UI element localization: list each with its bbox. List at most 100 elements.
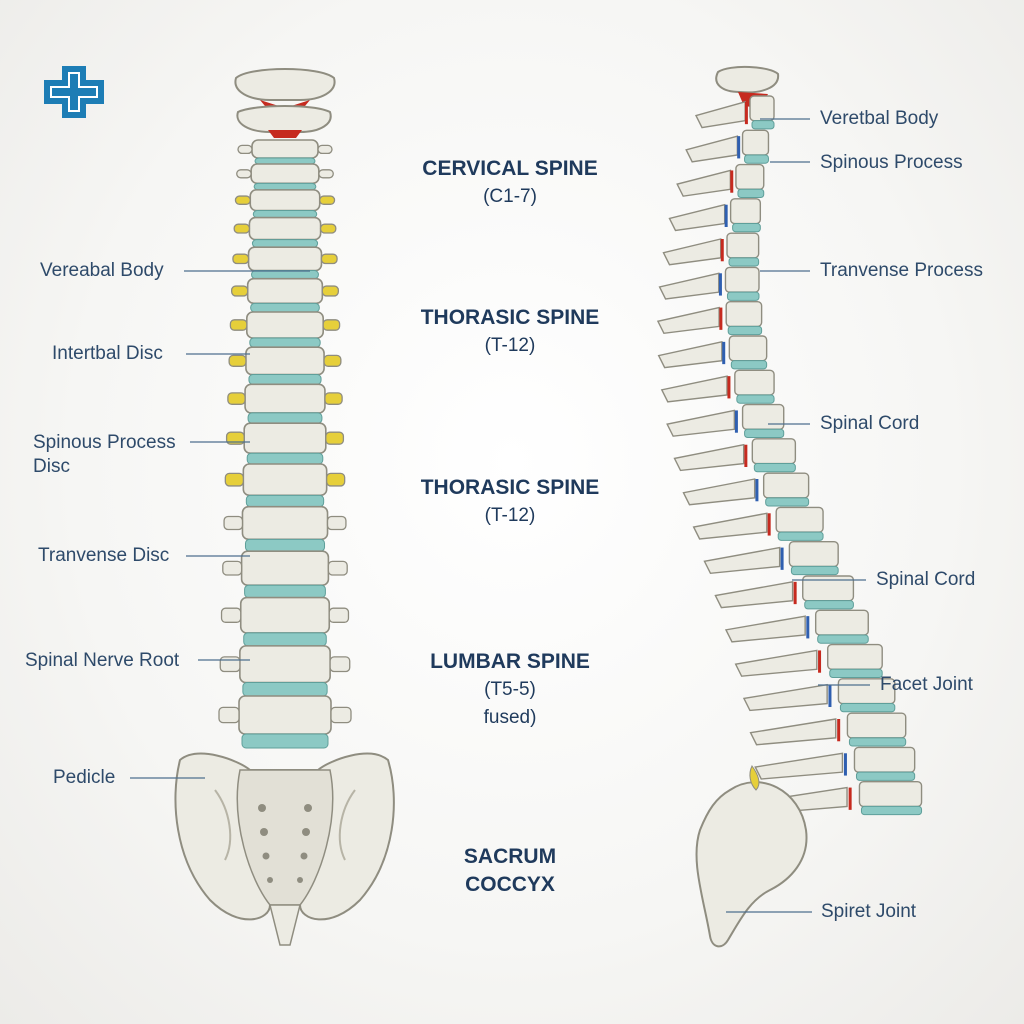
intervertebral-disc: [817, 634, 869, 644]
transverse-process: [318, 169, 334, 179]
spinous-process: [662, 238, 722, 266]
side-label-vertebral-body: Veretbal Body: [820, 108, 939, 129]
intervertebral-disc: [254, 157, 316, 165]
intervertebral-disc: [253, 182, 317, 191]
nerve-root: [228, 354, 247, 367]
intervertebral-disc: [753, 463, 796, 473]
vertebral-body: [726, 232, 760, 259]
pelvis-sacrum: [174, 752, 395, 946]
atlas-vertebra: [234, 68, 336, 101]
intervertebral-disc: [251, 270, 319, 280]
vertebral-body: [246, 277, 324, 305]
vertebral-body: [244, 383, 326, 414]
transverse-process: [328, 607, 350, 623]
transverse-process: [330, 706, 352, 724]
nerve-root: [227, 392, 246, 405]
vertebral-body: [241, 505, 329, 541]
intervertebral-disc: [829, 668, 883, 678]
vertebral-body: [775, 506, 824, 533]
vertebral-body: [729, 198, 762, 225]
region-sub: (T5-5) fused): [483, 679, 537, 728]
nerve-root: [319, 223, 337, 234]
spinous-process: [676, 169, 732, 197]
side-label-spinal-cord-1: Spinal Cord: [820, 413, 920, 434]
intervertebral-disc: [244, 538, 326, 552]
intervertebral-disc: [737, 188, 765, 198]
region-sub: (T-12): [484, 505, 536, 526]
front-leader-lines: [130, 270, 310, 779]
spinous-process: [668, 203, 726, 232]
side-label-facet-joint: Facet Joint: [880, 674, 973, 695]
side-label-spinous-process: Spinous Process: [820, 152, 963, 173]
intervertebral-disc: [243, 632, 327, 647]
vertebral-body: [814, 609, 869, 636]
vertebral-body: [239, 645, 331, 684]
intervertebral-disc: [839, 703, 896, 713]
label-intervertebral-disc: Intertbal Disc: [52, 343, 163, 364]
transverse-process: [326, 515, 347, 531]
intervertebral-disc: [732, 223, 761, 233]
spinous-process: [682, 478, 756, 506]
vertebral-body: [846, 712, 907, 739]
intervertebral-disc: [244, 584, 326, 599]
intervertebral-disc: [777, 531, 824, 541]
nerve-root: [231, 285, 249, 297]
vertebral-body: [853, 746, 916, 773]
intervertebral-disc: [736, 394, 775, 404]
region-cervical: CERVICAL SPINE (C1-7): [395, 155, 625, 211]
spinous-process: [660, 375, 728, 403]
nerve-root: [322, 319, 341, 331]
vertebral-body: [858, 781, 923, 808]
intervertebral-disc: [251, 239, 319, 248]
intervertebral-disc: [727, 325, 763, 336]
label-pedicle: Pedicle: [53, 767, 116, 788]
spinous-process: [692, 512, 768, 540]
region-thoracic-1: THORASIC SPINE (T-12): [395, 304, 625, 360]
intervertebral-disc: [728, 257, 760, 267]
intervertebral-disc: [247, 412, 323, 424]
intervertebral-disc: [726, 291, 760, 301]
nerve-root: [319, 195, 336, 205]
side-view-spine: [656, 65, 923, 948]
intervertebral-disc: [765, 497, 810, 507]
vertebral-body: [749, 95, 775, 122]
vertebral-body: [741, 403, 785, 430]
front-view-spine: [218, 68, 352, 749]
spinous-process: [742, 683, 828, 712]
vertebral-body: [751, 438, 797, 465]
nerve-root: [225, 431, 245, 445]
label-vertebral-body: Vereabal Body: [40, 260, 164, 281]
nerve-root: [229, 319, 248, 331]
nerve-root: [320, 253, 338, 265]
spinous-process: [673, 443, 745, 472]
vertebral-body: [239, 596, 331, 634]
intervertebral-disc: [804, 600, 854, 610]
vertebral-body: [243, 422, 327, 455]
region-title: SACRUM COCCYX: [463, 845, 557, 896]
nerve-root: [321, 285, 339, 297]
vertebral-body: [724, 266, 760, 293]
intervertebral-disc: [252, 210, 318, 219]
intervertebral-disc: [744, 428, 785, 438]
transverse-process: [329, 656, 351, 673]
side-leader-lines: [726, 118, 870, 913]
vertebral-body: [734, 369, 775, 396]
vertebral-body: [248, 216, 322, 241]
intervertebral-disc: [751, 120, 775, 130]
transverse-process: [317, 144, 333, 155]
spinous-process: [694, 100, 746, 129]
region-title: THORASIC SPINE: [420, 306, 600, 329]
intervertebral-disc: [848, 737, 907, 747]
vertebral-body: [240, 550, 330, 587]
region-title: LUMBAR SPINE: [430, 650, 590, 673]
intervertebral-disc: [248, 374, 322, 385]
side-label-spinal-cord-2: Spinal Cord: [876, 569, 976, 590]
intervertebral-disc: [245, 494, 325, 508]
transverse-process: [223, 515, 244, 531]
side-label-spiret-joint: Spiret Joint: [821, 901, 917, 922]
vertebral-body: [762, 472, 810, 499]
region-title: CERVICAL SPINE: [422, 157, 598, 180]
vertebral-body: [249, 189, 321, 212]
transverse-process: [219, 656, 241, 673]
region-thoracic-2: THORASIC SPINE (T-12): [395, 474, 625, 530]
